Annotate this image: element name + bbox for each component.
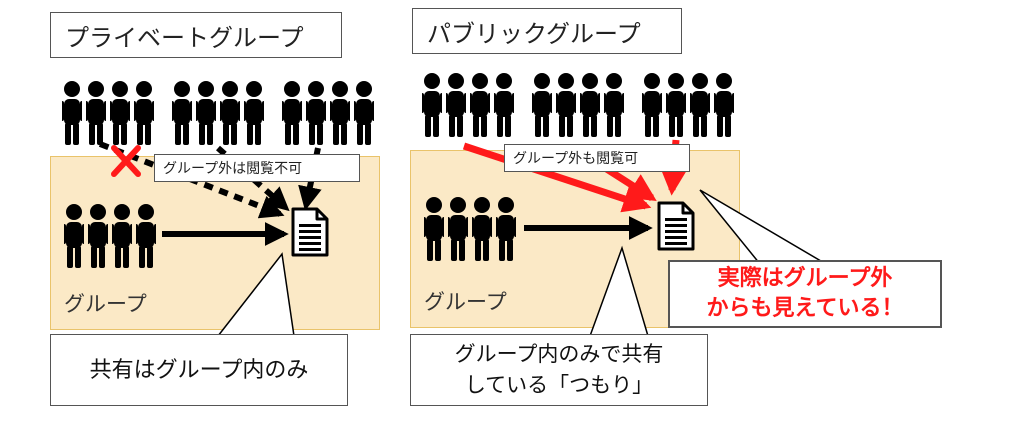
people-icon (640, 73, 736, 137)
private-callout: 共有はグループ内のみ (50, 334, 348, 406)
private-inside-crowd (62, 204, 158, 268)
people-icon (60, 81, 156, 145)
private-callout-text: 共有はグループ内のみ (89, 357, 309, 383)
people-icon (420, 73, 516, 137)
cross-mark-icon (111, 145, 141, 177)
private-panel-title-text: プライベートグループ (65, 23, 304, 52)
private-access-note-text: グループ外は閲覧不可 (163, 161, 303, 177)
public-access-note: グループ外も閲覧可 (504, 144, 690, 172)
document-icon (657, 201, 695, 251)
public-access-note-text: グループ外も閲覧可 (513, 151, 639, 167)
public-outside-crowd-1 (420, 73, 516, 137)
people-icon (62, 204, 158, 268)
public-outside-crowd-2 (530, 73, 626, 137)
public-warning-line2: からも見えている！ (706, 296, 904, 321)
public-warning-line1: 実際はグループ外 (717, 266, 893, 291)
private-outside-crowd-3 (280, 81, 376, 145)
people-icon (422, 197, 518, 261)
private-outside-crowd-1 (60, 81, 156, 145)
people-icon (280, 81, 376, 145)
public-warning-callout: 実際はグループ外 からも見えている！ (668, 260, 942, 328)
public-callout: グループ内のみで共有 している「つもり」 (410, 334, 708, 406)
public-panel-title-text: パブリックグループ (427, 19, 641, 48)
public-outside-crowd-3 (640, 73, 736, 137)
private-access-note: グループ外は閲覧不可 (154, 154, 360, 182)
public-callout-pointer (589, 245, 649, 337)
public-group-label: グループ (424, 290, 507, 314)
public-panel-title: パブリックグループ (412, 8, 682, 54)
public-access-arrow-1 (462, 142, 652, 213)
people-icon (170, 81, 266, 145)
public-warning-pointer (699, 189, 827, 265)
private-blocked-arrow-3 (298, 147, 322, 211)
private-group-label: グループ (64, 292, 147, 316)
public-inside-crowd (422, 197, 518, 261)
public-callout-line2: している「つもり」 (464, 373, 654, 397)
private-outside-crowd-2 (170, 81, 266, 145)
public-callout-line1: グループ内のみで共有 (454, 342, 664, 366)
private-panel-title: プライベートグループ (50, 12, 342, 58)
people-icon (530, 73, 626, 137)
private-callout-pointer (217, 252, 295, 337)
document-icon (291, 207, 329, 257)
